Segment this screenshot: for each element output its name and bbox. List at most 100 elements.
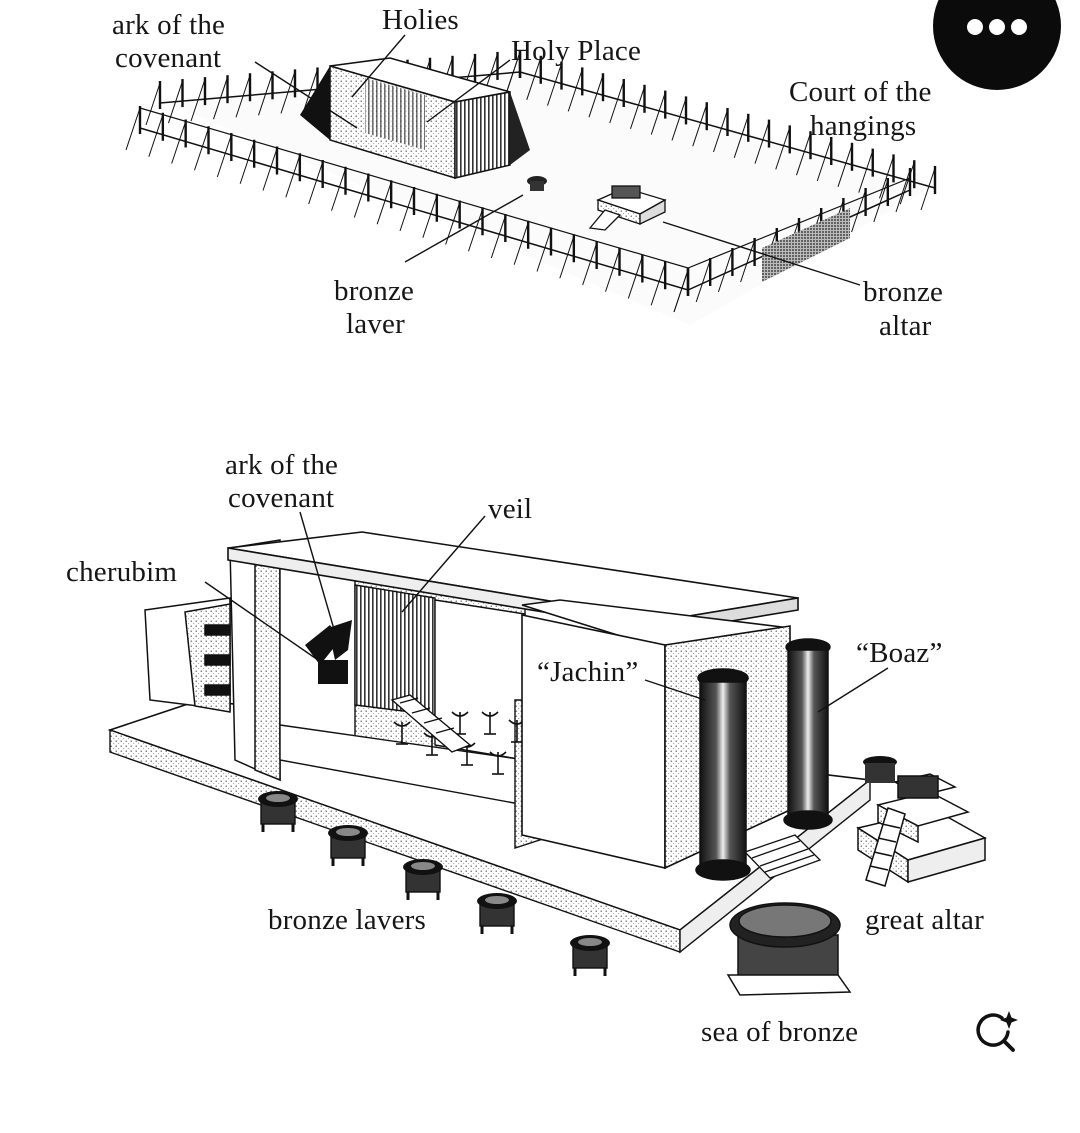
label-bronze-lavers: bronze lavers <box>268 904 426 936</box>
label-ark-bottom-line2: covenant <box>228 482 335 514</box>
label-court-line1: Court of the <box>789 76 932 108</box>
bronze-lavers-row <box>258 791 610 976</box>
fence-rope <box>671 98 687 141</box>
fence-rope <box>816 138 832 182</box>
fence-rope <box>303 69 318 112</box>
fence-rope <box>353 175 369 218</box>
label-holy-of-holies: Holies <box>382 4 459 36</box>
fence-rope <box>673 269 689 313</box>
tabernacle-tent <box>300 57 530 180</box>
fence-rope <box>837 144 853 187</box>
fence-rope <box>627 256 643 299</box>
label-cherubim: cherubim <box>66 556 178 588</box>
fence-rope <box>468 209 483 252</box>
sea-of-bronze-vessel <box>726 902 852 996</box>
bronze-altar-small <box>588 185 667 231</box>
more-options-dot <box>1011 19 1027 35</box>
fence-rope <box>536 229 552 272</box>
fence-rope <box>879 156 894 199</box>
temple-illustration <box>107 511 987 996</box>
fence-rope <box>125 107 141 151</box>
label-ark-top-line2: covenant <box>115 42 222 74</box>
laver-water <box>266 794 290 802</box>
fence-rope <box>490 215 506 259</box>
label-ark-bottom-line1: ark of the <box>225 449 339 481</box>
laver-water <box>411 862 435 870</box>
label-boaz: “Boaz” <box>856 637 943 669</box>
fence-rope <box>194 128 209 171</box>
altar-side-laver <box>863 756 897 783</box>
label-bronze-laver-line2: laver <box>346 308 405 340</box>
lampstands <box>393 711 526 775</box>
fence-rope <box>285 155 301 198</box>
fence-rope <box>650 263 666 306</box>
fence-rope <box>605 249 620 292</box>
fence-rope <box>376 182 392 225</box>
visual-search-button[interactable] <box>972 1008 1022 1058</box>
label-holy-place: Holy Place <box>511 35 642 67</box>
temple-interior <box>279 559 556 849</box>
label-great-altar: great altar <box>865 904 984 936</box>
temple-porch <box>521 599 791 870</box>
lampstand-cup <box>451 711 469 717</box>
fence-rope <box>526 57 542 100</box>
fence-rope <box>713 109 728 153</box>
fence-rope <box>262 148 278 191</box>
laver-water <box>485 896 509 904</box>
fence-rope <box>331 168 346 211</box>
fence-rope <box>873 179 889 223</box>
fence-rope <box>609 80 625 124</box>
fence-rope <box>171 121 187 164</box>
lampstand-cup <box>393 721 411 727</box>
label-sea-of-bronze: sea of bronze <box>701 1016 859 1048</box>
fence-rope <box>258 73 273 116</box>
fence-rope <box>280 71 296 114</box>
laver-water <box>336 828 360 836</box>
pillar-boaz <box>783 638 833 830</box>
label-veil: veil <box>488 493 533 525</box>
fence-rope <box>796 133 811 176</box>
label-court-line2: hangings <box>810 110 917 142</box>
fence-rope <box>733 115 749 158</box>
fence-rope <box>695 259 711 303</box>
lampstand-cup <box>489 751 507 757</box>
pillar-jachin <box>695 668 751 881</box>
fence-rope <box>422 195 438 238</box>
fence-rope <box>895 169 911 213</box>
visual-search-icon <box>976 1011 1018 1052</box>
label-bronze-altar-line2: altar <box>879 310 932 342</box>
label-ark-top-line1: ark of the <box>112 9 226 41</box>
porch-steps <box>743 834 822 879</box>
fence-rope <box>308 161 324 205</box>
tabernacle-leader-lines <box>254 34 861 286</box>
fence-rope <box>582 242 598 286</box>
fence-rope <box>754 121 770 164</box>
fence-rope <box>567 69 583 112</box>
temple-leader-lines <box>204 511 889 713</box>
fence-rope <box>399 188 415 232</box>
great-altar-structure <box>856 773 987 887</box>
fence-rope <box>213 77 228 120</box>
fence-rope <box>190 78 206 122</box>
temple-side-chambers <box>144 539 281 782</box>
court-gate-screen <box>762 208 850 282</box>
more-options-dot <box>989 19 1005 35</box>
fence-rope <box>920 167 936 211</box>
fence-rope <box>216 134 232 178</box>
laver-water <box>578 938 602 946</box>
fence-rope <box>148 114 164 157</box>
label-bronze-laver-line1: bronze <box>334 275 415 307</box>
fence-rope <box>630 86 645 129</box>
fence-rope <box>547 63 562 106</box>
cherubim-figures <box>305 620 352 684</box>
fence-rope <box>858 150 874 193</box>
bronze-laver-small <box>527 176 547 191</box>
more-options-dot <box>967 19 983 35</box>
tabernacle-illustration <box>125 34 937 325</box>
fence-rope <box>650 92 666 135</box>
fence-rope <box>505 51 521 95</box>
fence-rope <box>145 82 161 126</box>
fence-rope <box>899 162 915 205</box>
